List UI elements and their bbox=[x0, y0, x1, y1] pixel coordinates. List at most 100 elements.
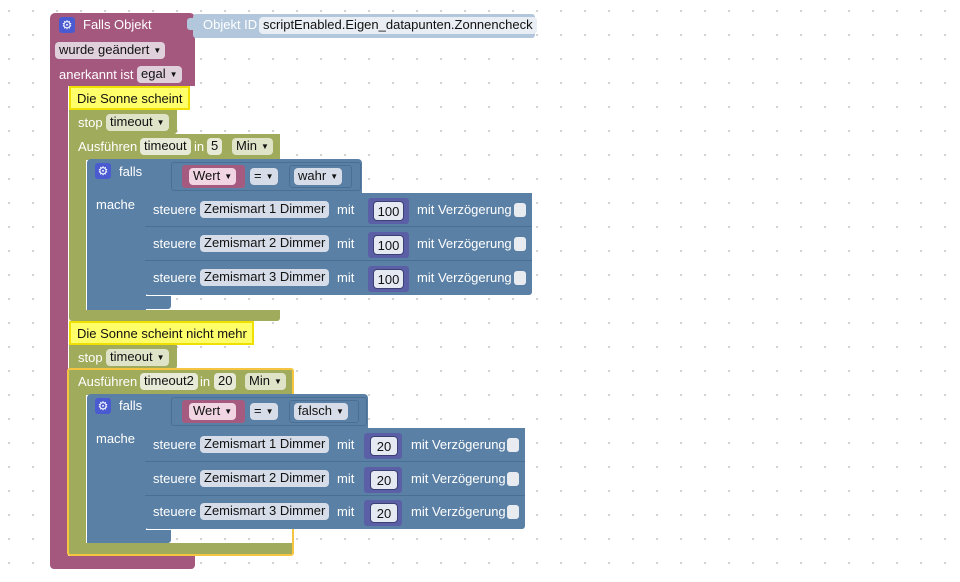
control-verb-1-2: steuere bbox=[153, 236, 197, 251]
delay-checkbox-1-1[interactable] bbox=[514, 203, 526, 217]
control-with-2-3: mit bbox=[337, 504, 355, 519]
if-gear-icon-2[interactable]: ⚙ bbox=[95, 398, 111, 414]
if-block-footer-2 bbox=[87, 530, 171, 543]
exec-timeout-footer-2 bbox=[69, 543, 293, 555]
dropdown-arrow-icon: ▼ bbox=[335, 407, 344, 416]
number-input-2-1[interactable]: 20 bbox=[370, 436, 398, 456]
delay-label-1-2: mit Verzögerung bbox=[417, 236, 512, 251]
exec-timeout-name-1[interactable]: timeout bbox=[140, 138, 191, 155]
exec-timeout-footer-1 bbox=[69, 310, 280, 321]
if-block-spine-1 bbox=[87, 190, 146, 310]
do-label-1: mache bbox=[96, 197, 136, 212]
control-verb-2-1: steuere bbox=[153, 437, 197, 452]
stop-timeout-value-1: timeout bbox=[110, 114, 153, 129]
bool-dropdown-1[interactable]: wahr▼ bbox=[294, 168, 343, 185]
delay-checkbox-2-2[interactable] bbox=[507, 472, 519, 486]
stop-timeout-dropdown-1[interactable]: timeout▼ bbox=[106, 114, 169, 131]
control-with-2-2: mit bbox=[337, 471, 355, 486]
if-label-1: falls bbox=[119, 164, 143, 179]
operator-dropdown-2[interactable]: =▼ bbox=[250, 403, 278, 420]
control-verb-1-1: steuere bbox=[153, 202, 197, 217]
delay-checkbox-2-3[interactable] bbox=[507, 505, 519, 519]
unit-dropdown-2[interactable]: Min▼ bbox=[245, 373, 286, 390]
exec-label-1: Ausführen bbox=[78, 139, 138, 154]
dropdown-arrow-icon: ▼ bbox=[156, 353, 165, 362]
comment-text-1: Die Sonne scheint bbox=[77, 91, 183, 106]
exec-label-2: Ausführen bbox=[78, 374, 138, 389]
number-input-1-1[interactable]: 100 bbox=[373, 201, 404, 221]
unit-value-1: Min bbox=[236, 138, 257, 153]
delay-input-1[interactable]: 5 bbox=[207, 138, 223, 155]
control-with-1-2: mit bbox=[337, 236, 355, 251]
device-field-1-3[interactable]: Zemismart 3 Dimmer bbox=[200, 269, 330, 286]
value-dropdown-2[interactable]: Wert▼ bbox=[189, 403, 237, 420]
trigger-title: Falls Objekt bbox=[83, 17, 152, 32]
delay-input-2[interactable]: 20 bbox=[214, 373, 237, 390]
delay-label-1-1: mit Verzögerung bbox=[417, 202, 512, 217]
unit-dropdown-1[interactable]: Min▼ bbox=[232, 138, 273, 155]
dropdown-arrow-icon: ▼ bbox=[265, 172, 274, 181]
object-id-field[interactable]: scriptEnabled.Eigen_datapunten.Zonnenche… bbox=[259, 17, 537, 34]
stop-label-2: stop bbox=[78, 350, 103, 365]
ack-dropdown[interactable]: egal▼ bbox=[137, 66, 182, 83]
operator-value-1: = bbox=[254, 168, 262, 183]
control-verb-1-3: steuere bbox=[153, 270, 197, 285]
dropdown-arrow-icon: ▼ bbox=[169, 70, 178, 79]
number-input-1-3[interactable]: 100 bbox=[373, 269, 404, 289]
ack-label: anerkannt ist bbox=[59, 67, 134, 82]
bool-value-1: wahr bbox=[298, 168, 327, 183]
trigger-block-footer bbox=[50, 556, 195, 569]
dropdown-arrow-icon: ▼ bbox=[330, 172, 339, 181]
changed-mode-value: wurde geändert bbox=[59, 42, 150, 57]
in-label-2: in bbox=[200, 374, 211, 389]
device-field-2-3[interactable]: Zemismart 3 Dimmer bbox=[200, 503, 330, 520]
if-label-2: falls bbox=[119, 398, 143, 413]
stop-timeout-dropdown-2[interactable]: timeout▼ bbox=[106, 349, 169, 366]
number-input-2-3[interactable]: 20 bbox=[370, 503, 398, 523]
delay-label-2-1: mit Verzögerung bbox=[411, 437, 506, 452]
delay-label-2-3: mit Verzögerung bbox=[411, 504, 506, 519]
object-id-label: Objekt ID bbox=[203, 17, 258, 32]
operator-value-2: = bbox=[254, 403, 262, 418]
value-dropdown-text-2: Wert bbox=[193, 403, 221, 418]
trigger-block-spine bbox=[50, 80, 68, 562]
control-with-1-3: mit bbox=[337, 270, 355, 285]
device-field-2-1[interactable]: Zemismart 1 Dimmer bbox=[200, 436, 330, 453]
bool-dropdown-2[interactable]: falsch▼ bbox=[294, 403, 348, 420]
delay-checkbox-1-2[interactable] bbox=[514, 237, 526, 251]
comment-block-1[interactable]: Die Sonne scheint bbox=[69, 86, 190, 110]
control-verb-2-2: steuere bbox=[153, 471, 197, 486]
bool-value-2: falsch bbox=[298, 403, 332, 418]
trigger-gear-icon[interactable]: ⚙ bbox=[59, 17, 75, 33]
exec-timeout-spine-2 bbox=[69, 393, 86, 553]
control-verb-2-3: steuere bbox=[153, 504, 197, 519]
delay-checkbox-1-3[interactable] bbox=[514, 271, 526, 285]
device-field-1-2[interactable]: Zemismart 2 Dimmer bbox=[200, 235, 330, 252]
do-label-2: mache bbox=[96, 431, 136, 446]
dropdown-arrow-icon: ▼ bbox=[224, 407, 233, 416]
ack-value: egal bbox=[141, 66, 166, 81]
dropdown-arrow-icon: ▼ bbox=[260, 142, 269, 151]
device-field-2-2[interactable]: Zemismart 2 Dimmer bbox=[200, 470, 330, 487]
operator-dropdown-1[interactable]: =▼ bbox=[250, 168, 278, 185]
value-dropdown-text-1: Wert bbox=[193, 168, 221, 183]
number-input-2-2[interactable]: 20 bbox=[370, 470, 398, 490]
control-with-1-1: mit bbox=[337, 202, 355, 217]
device-field-1-1[interactable]: Zemismart 1 Dimmer bbox=[200, 201, 330, 218]
in-label-1: in bbox=[194, 139, 205, 154]
changed-mode-dropdown[interactable]: wurde geändert▼ bbox=[55, 42, 166, 59]
stop-timeout-value-2: timeout bbox=[110, 349, 153, 364]
dropdown-arrow-icon: ▼ bbox=[156, 118, 165, 127]
exec-timeout-name-2[interactable]: timeout2 bbox=[140, 373, 198, 390]
comment-text-2: Die Sonne scheint nicht mehr bbox=[77, 326, 247, 341]
delay-checkbox-2-1[interactable] bbox=[507, 438, 519, 452]
dropdown-arrow-icon: ▼ bbox=[273, 377, 282, 386]
if-block-footer-1 bbox=[87, 296, 171, 309]
dropdown-arrow-icon: ▼ bbox=[224, 172, 233, 181]
if-gear-icon-1[interactable]: ⚙ bbox=[95, 163, 111, 179]
number-input-1-2[interactable]: 100 bbox=[373, 235, 404, 255]
delay-label-2-2: mit Verzögerung bbox=[411, 471, 506, 486]
comment-block-2[interactable]: Die Sonne scheint nicht mehr bbox=[69, 321, 254, 345]
stop-label-1: stop bbox=[78, 115, 103, 130]
value-dropdown-1[interactable]: Wert▼ bbox=[189, 168, 237, 185]
